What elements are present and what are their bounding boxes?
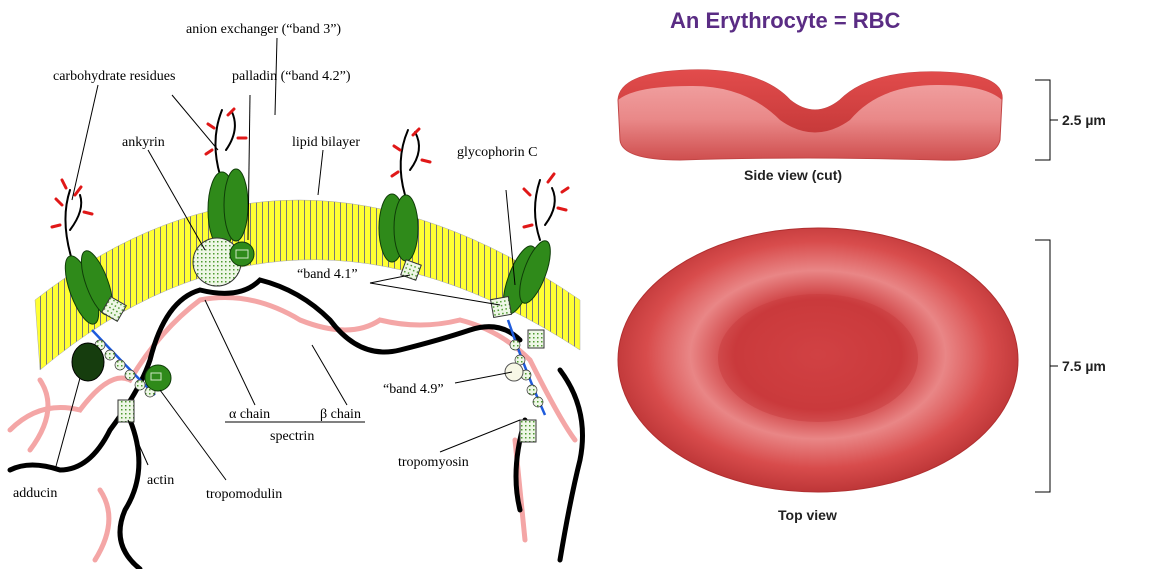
adducin-shape (72, 343, 104, 381)
label-tropomyosin: tropomyosin (398, 455, 469, 470)
thickness-label: 2.5 µm (1062, 112, 1106, 128)
label-band-49: “band 4.9” (383, 382, 444, 397)
label-spectrin: spectrin (270, 429, 314, 444)
rbc-title: An Erythrocyte = RBC (670, 8, 901, 33)
label-band-41: “band 4.1” (297, 267, 358, 282)
band49-shape (505, 363, 523, 381)
label-adducin: adducin (13, 486, 57, 501)
rbc-side-view (618, 70, 1002, 160)
label-anion-exchanger: anion exchanger (“band 3”) (186, 22, 341, 37)
label-beta-chain: β chain (320, 407, 361, 422)
label-actin: actin (147, 473, 174, 488)
label-ankyrin: ankyrin (122, 135, 165, 150)
side-view-caption: Side view (cut) (744, 167, 842, 183)
tropomodulin-shape (145, 365, 171, 391)
palladin-shape (230, 242, 254, 266)
top-view-caption: Top view (778, 507, 837, 523)
lipid-bilayer-band (35, 200, 580, 370)
band3-protein (208, 169, 248, 248)
label-glycophorin-c: glycophorin C (457, 145, 538, 160)
middle-protein (379, 194, 418, 262)
label-alpha-chain: α chain (229, 407, 270, 422)
membrane-diagram: anion exchanger (“band 3”) carbohydrate … (10, 22, 583, 569)
label-lipid-bilayer: lipid bilayer (292, 135, 360, 150)
diameter-bracket (1035, 240, 1058, 492)
diameter-label: 7.5 µm (1062, 358, 1106, 374)
label-palladin: palladin (“band 4.2”) (232, 69, 351, 84)
rbc-panel: An Erythrocyte = RBC Side view (cut) 2.5… (618, 8, 1106, 523)
label-tropomodulin: tropomodulin (206, 487, 282, 502)
thickness-bracket (1035, 80, 1058, 160)
label-carbohydrate-residues: carbohydrate residues (53, 69, 175, 84)
